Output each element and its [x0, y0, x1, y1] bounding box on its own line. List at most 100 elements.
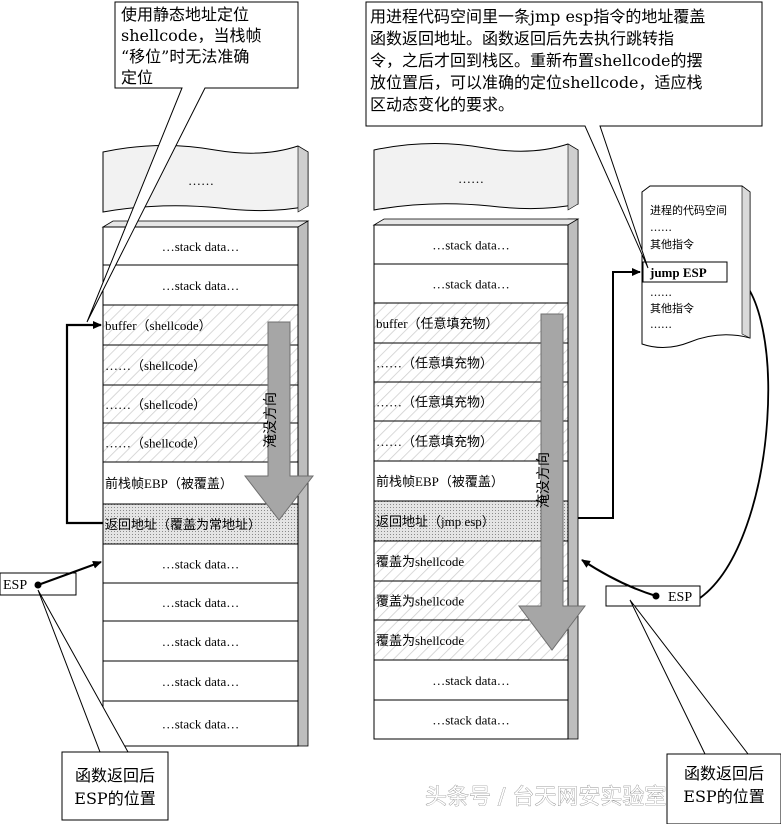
code-space-line: ……	[650, 286, 672, 299]
jump-esp-label: jump ESP	[649, 265, 707, 280]
code-space-line: ……	[650, 221, 672, 234]
right-stack-row: buffer（任意填充物）	[373, 302, 569, 344]
left-stack-row-cell	[102, 620, 299, 662]
callout-line: ESP的位置	[74, 789, 155, 808]
callout-line: “移位”时无法准确	[121, 47, 249, 66]
right-stack-row-cell	[373, 381, 569, 422]
right-stack-row-cell	[373, 500, 569, 542]
right-stack-row-cell	[373, 540, 569, 582]
left-stack-row: …stack data…	[102, 620, 299, 662]
callout-line: 区动态变化的要求。	[370, 95, 514, 114]
left-flow-arrow: 淹没方向	[243, 321, 315, 521]
code-space-line: ……	[650, 318, 672, 331]
left-stack-row: …stack data…	[102, 582, 299, 622]
right-esp-arrow	[581, 559, 657, 597]
left-stack-row-cell	[102, 700, 299, 747]
right-stack-row: 返回地址（jmp esp）	[373, 500, 569, 542]
right-stack-row: …stack data…	[373, 659, 569, 701]
right-stack-row-cell	[373, 224, 569, 265]
left-stack-row-label: …stack data…	[162, 634, 240, 649]
left-stack-row: …stack data…	[102, 264, 299, 306]
right-stack: …… …stack data… …stack data… buffer（任意填充物）…	[372, 142, 580, 740]
left-flow-label: 淹没方向	[263, 392, 279, 448]
right-stack-row: 覆盖为shellcode	[373, 540, 569, 582]
right-stack-row: ……（任意填充物）	[373, 420, 569, 462]
callout-line: 使用静态地址定位	[121, 5, 249, 24]
right-bottom-callout: 函数返回后 ESP的位置	[629, 599, 781, 824]
right-stack-row-cell	[373, 420, 569, 462]
left-stack-row-label: …stack data…	[162, 239, 240, 254]
left-stack-row: ……（shellcode）	[102, 344, 299, 386]
right-stack-row-label: ……（任意填充物）	[376, 434, 493, 449]
left-stack-row: buffer（shellcode）	[102, 304, 299, 346]
left-stack-row-label: …stack data…	[162, 717, 240, 732]
left-stack-row-cell	[102, 582, 299, 622]
left-stack-row-label: ……（shellcode）	[105, 436, 206, 451]
left-stack-row-label: ……（shellcode）	[105, 358, 206, 373]
jump-esp-highlight	[642, 261, 728, 283]
right-stack-row-cell	[373, 699, 569, 740]
left-stack-row-label: …stack data…	[162, 278, 240, 293]
left-stack-row-cell	[102, 660, 299, 702]
left-stack-row-cell	[102, 503, 299, 545]
callout-line: 放位置后，可以准确的定位shellcode，适应栈	[370, 73, 703, 92]
left-stack-row-cell	[102, 384, 299, 424]
right-return-to-code-arrow	[578, 268, 641, 519]
left-stack-row: …stack data…	[102, 660, 299, 702]
left-stack-row-cell	[102, 304, 299, 346]
left-stack-row: …stack data…	[102, 226, 299, 266]
code-space-box: 进程的代码空间 …… 其他指令 jump ESP …… 其他指令 ……	[641, 185, 751, 348]
code-space-line: 其他指令	[650, 237, 694, 251]
callout-line: ESP的位置	[683, 787, 764, 806]
left-stack-row-label: ……（shellcode）	[105, 397, 206, 412]
right-stack-row-label: …stack data…	[432, 277, 510, 292]
right-stack-row-label: ……（任意填充物）	[376, 395, 493, 410]
right-esp-label: ESP	[668, 590, 692, 605]
right-stack-row-label: 覆盖为shellcode	[376, 594, 464, 609]
left-stack-row: ……（shellcode）	[102, 384, 299, 424]
right-stack-row-label: 返回地址（jmp esp）	[376, 514, 495, 529]
left-stack-row-cell	[102, 543, 299, 584]
left-stack-row-label: …stack data…	[162, 595, 240, 610]
right-top-ellipsis: ……	[458, 171, 484, 186]
right-stack-row-label: 覆盖为shellcode	[376, 554, 464, 569]
right-stack-row: ……（任意填充物）	[373, 381, 569, 422]
right-stack-row-label: buffer（任意填充物）	[376, 316, 499, 331]
left-return-loop-arrow	[65, 321, 103, 525]
callout-line: 定位	[121, 68, 153, 87]
code-space-line: 进程的代码空间	[650, 203, 727, 217]
callout-line: 函数返回后	[684, 764, 764, 783]
right-stack-side	[567, 218, 579, 740]
callout-line: 用进程代码空间里一条jmp esp指令的地址覆盖	[370, 7, 705, 26]
right-stack-row-label: 覆盖为shellcode	[376, 633, 464, 648]
left-stack-row: ……（shellcode）	[102, 422, 299, 463]
left-stack-row: …stack data…	[102, 700, 299, 747]
callout-line: shellcode，当栈帧	[121, 26, 262, 45]
right-stack-row-label: …stack data…	[432, 238, 510, 253]
code-space-line: 其他指令	[650, 301, 694, 315]
right-stack-row-label: 前栈帧EBP（被覆盖）	[376, 474, 504, 489]
left-stack-row: …stack data…	[102, 543, 299, 584]
left-esp-arrow	[37, 560, 102, 586]
left-stack-row-label: …stack data…	[162, 674, 240, 689]
callout-line: 令，之后才回到栈区。重新布置shellcode的摆	[370, 51, 703, 70]
right-stack-row-label: …stack data…	[432, 713, 510, 728]
left-stack: …… …stack data… …stack data… buffer（shellc…	[101, 144, 310, 747]
left-stack-row-label: buffer（shellcode）	[105, 318, 212, 333]
right-stack-row: ……（任意填充物）	[373, 342, 569, 383]
left-stack-row-label: 前栈帧EBP（被覆盖）	[105, 476, 233, 491]
right-stack-row: …stack data…	[373, 699, 569, 740]
right-stack-row: …stack data…	[373, 224, 569, 265]
left-stack-row: 前栈帧EBP（被覆盖）	[102, 461, 299, 505]
left-stack-row-label: …stack data…	[162, 557, 240, 572]
right-flow-label: 淹没方向	[536, 452, 552, 508]
right-stack-row-cell	[373, 342, 569, 383]
left-stack-row-label: 返回地址（覆盖为常地址）	[105, 517, 261, 532]
right-stack-row-label: …stack data…	[432, 673, 510, 688]
watermark: 头条号 / 台天网安实验室	[425, 785, 666, 810]
left-top-ellipsis: ……	[188, 173, 214, 188]
right-top-callout: 用进程代码空间里一条jmp esp指令的地址覆盖函数返回地址。函数返回后先去执行…	[365, 1, 763, 269]
